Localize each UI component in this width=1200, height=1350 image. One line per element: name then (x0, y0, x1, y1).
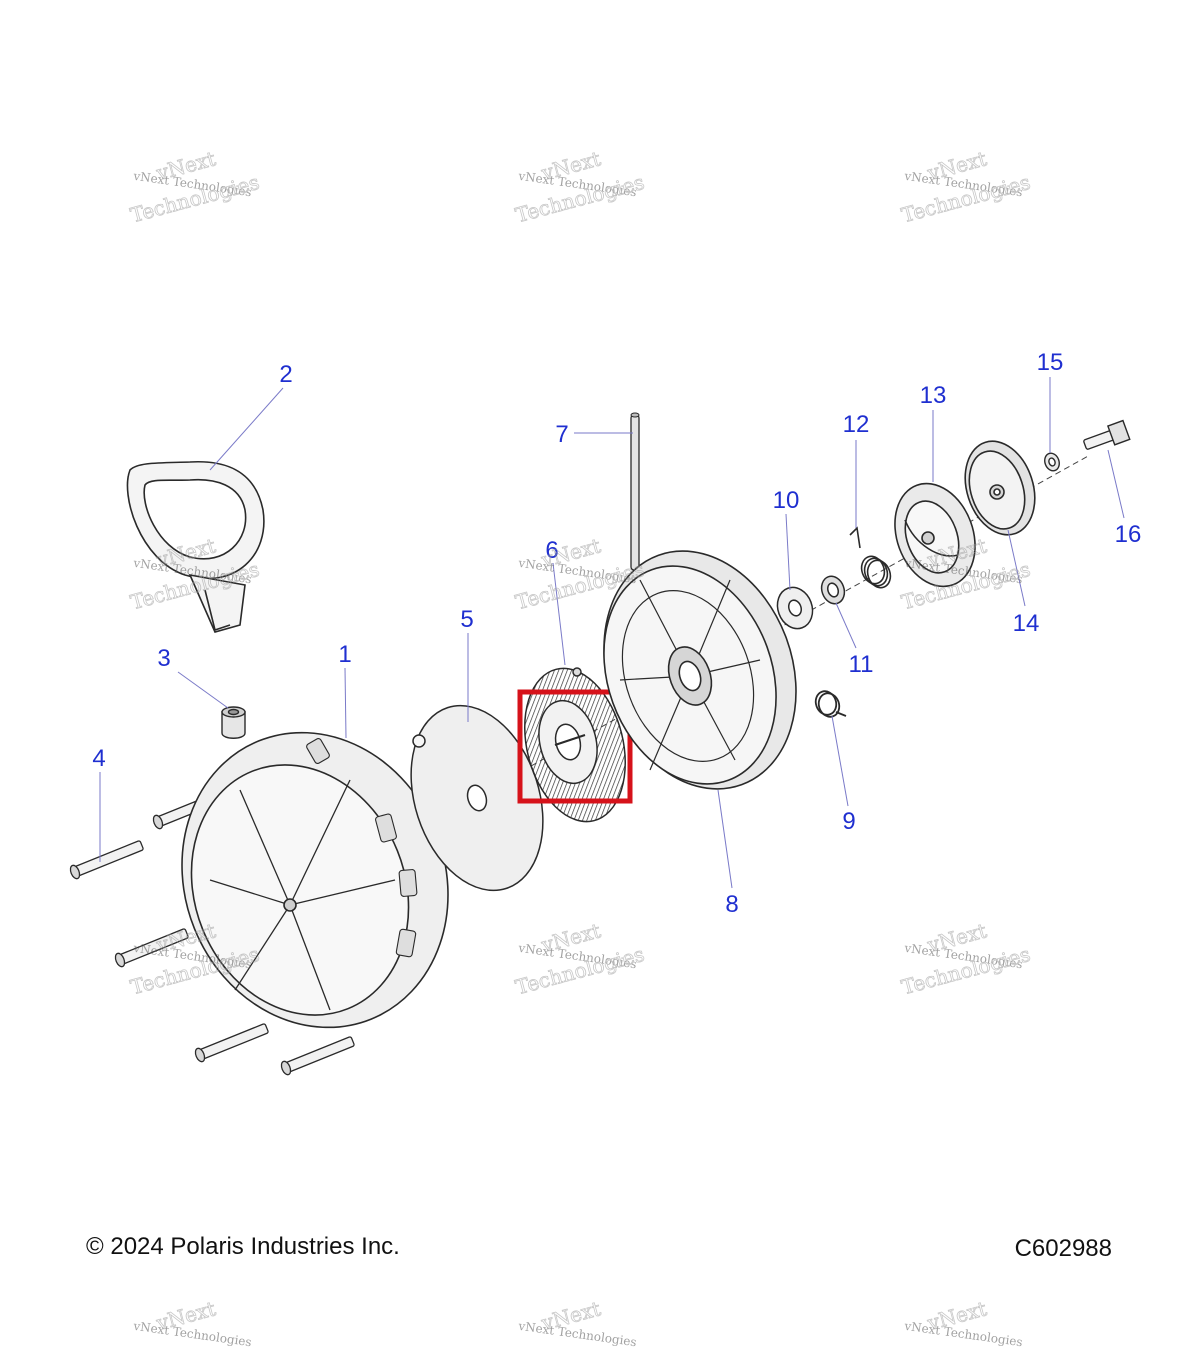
callout-11: 11 (849, 651, 874, 678)
callout-15: 15 (1037, 349, 1064, 376)
part-10-washer[interactable] (772, 582, 818, 633)
callout-8: 8 (725, 891, 738, 918)
watermark: vNext vNext Technologies (903, 1296, 1024, 1349)
part-12-torsion-spring[interactable] (849, 526, 894, 591)
part-13-ratchet[interactable] (881, 472, 989, 598)
callout-9: 9 (842, 808, 855, 835)
part-8-pulley[interactable] (572, 524, 828, 816)
watermark: vNext vNext Technologies (517, 1296, 638, 1349)
part-7-rope[interactable] (630, 412, 640, 571)
diagram-code: C602988 (1014, 1235, 1112, 1262)
callout-12: 12 (843, 411, 870, 438)
callout-6: 6 (545, 537, 558, 564)
watermark: vNext vNext Technologies (132, 1296, 253, 1349)
callout-7: 7 (555, 421, 568, 448)
part-15-washer[interactable] (1042, 451, 1061, 473)
callout-10: 10 (773, 487, 800, 514)
watermark: vNext vNext Technologies Technologies (898, 146, 1033, 228)
watermark: vNext vNext Technologies Technologies (512, 146, 647, 228)
callout-4: 4 (92, 745, 105, 772)
watermark: vNext vNext Technologies Technologies (512, 918, 647, 1000)
part-5-plate[interactable] (389, 688, 566, 907)
callout-3: 3 (157, 645, 170, 672)
callout-labels: 1 2 3 4 5 6 7 8 9 10 11 12 13 14 15 16 (92, 349, 1141, 918)
part-3-bushing[interactable] (221, 706, 246, 739)
callout-2: 2 (279, 361, 292, 388)
callout-1: 1 (338, 641, 351, 668)
part-6-recoil-spring[interactable] (510, 658, 641, 833)
watermark: vNext vNext Technologies Technologies (127, 146, 262, 228)
copyright-notice: © 2024 Polaris Industries Inc. (86, 1233, 400, 1260)
callout-14: 14 (1013, 610, 1040, 637)
part-16-bolt[interactable] (1082, 419, 1131, 455)
part-11-bushing[interactable] (818, 573, 848, 607)
part-6-highlight-box (517, 689, 633, 804)
callout-13: 13 (920, 382, 947, 409)
part-2-handle[interactable] (126, 460, 265, 633)
part-14-cover-plate[interactable] (954, 432, 1046, 544)
callout-16: 16 (1115, 521, 1142, 548)
part-1-starter-housing[interactable] (138, 692, 491, 1068)
part-9-small-spring[interactable] (812, 688, 847, 719)
callout-5: 5 (460, 606, 473, 633)
leader-lines (99, 377, 1125, 889)
watermark: vNext vNext Technologies Technologies (898, 918, 1033, 1000)
